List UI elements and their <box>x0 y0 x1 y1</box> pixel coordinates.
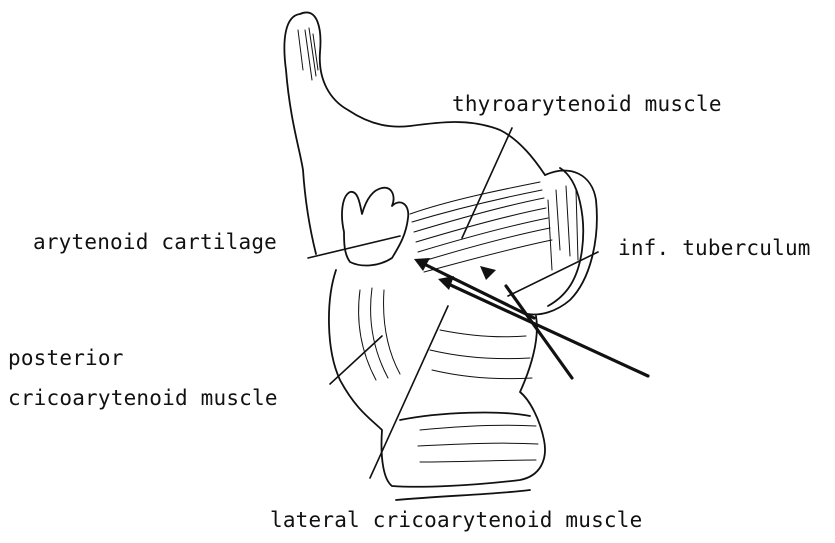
label-arytenoid-cartilage: arytenoid cartilage <box>33 230 277 254</box>
arytenoid-outline <box>342 188 408 266</box>
label-lateral-cricoarytenoid-muscle: lateral cricoarytenoid muscle <box>270 508 642 532</box>
label-posterior: posterior <box>8 346 124 370</box>
label-thyroarytenoid-muscle: thyroarytenoid muscle <box>452 92 722 116</box>
force-arrows <box>420 262 648 378</box>
thyroid-lamina-shading <box>548 186 578 270</box>
label-inf-tuberculum: inf. tuberculum <box>618 236 811 260</box>
label-cricoarytenoid-muscle: cricoarytenoid muscle <box>8 386 278 410</box>
thyroid-lamina-edge <box>528 168 597 314</box>
thyroid-horn-shading <box>298 28 318 80</box>
thyroid-cartilage-outline <box>284 12 545 254</box>
arrowheads <box>414 258 496 290</box>
